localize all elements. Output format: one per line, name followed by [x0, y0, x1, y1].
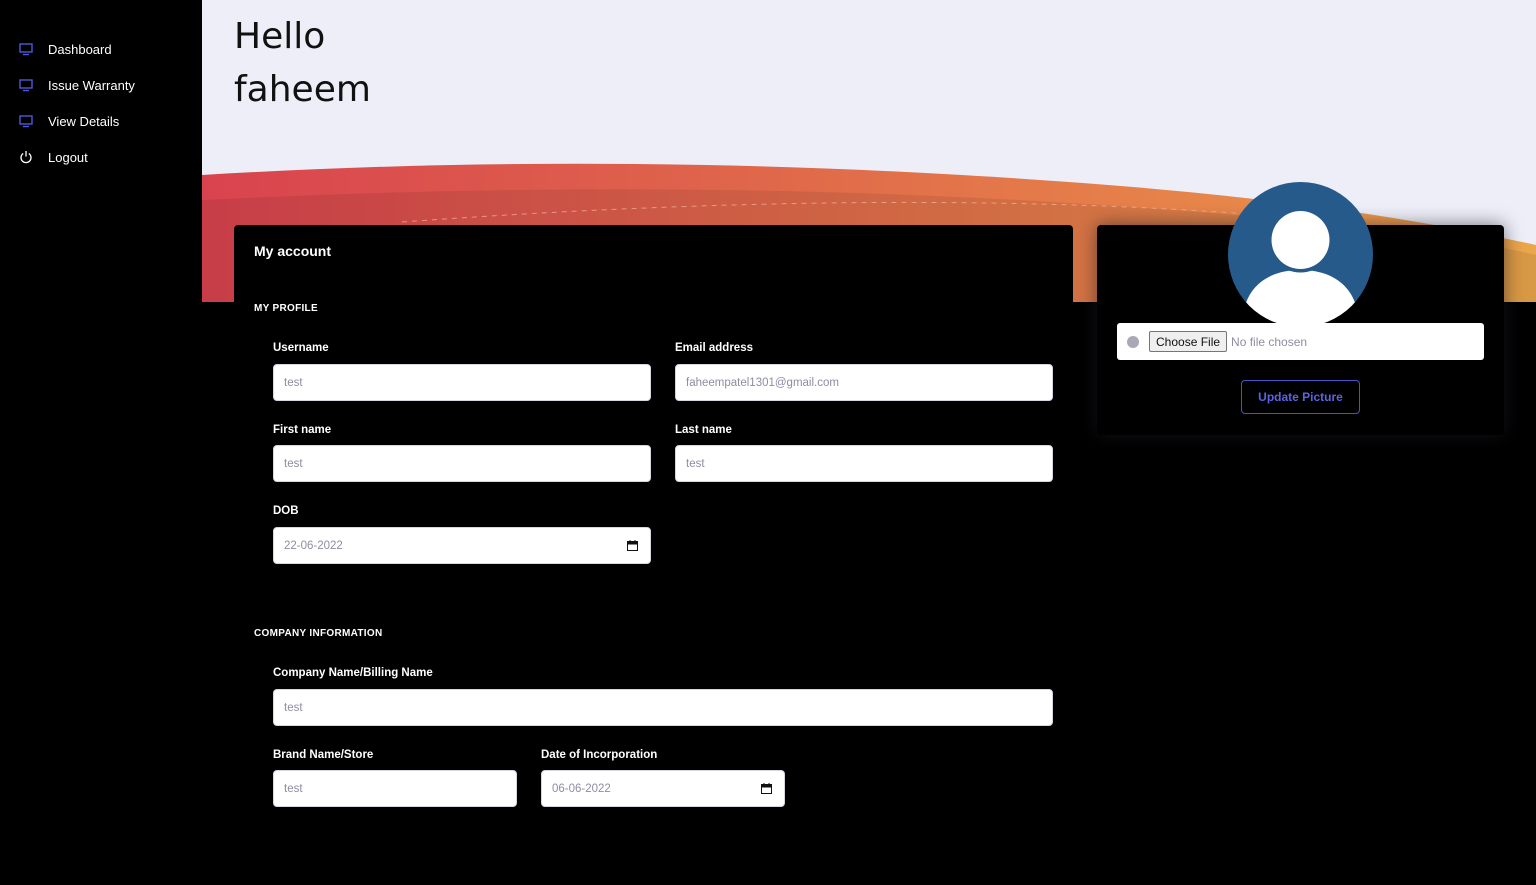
card-title: My account	[254, 243, 332, 259]
avatar	[1228, 182, 1373, 327]
calendar-icon[interactable]	[761, 783, 772, 794]
dob-value: 22-06-2022	[284, 539, 343, 552]
sidebar-item-dashboard[interactable]: Dashboard	[18, 38, 112, 60]
username-field[interactable]: test	[273, 364, 651, 401]
email-value: faheempatel1301@gmail.com	[686, 376, 839, 389]
first-name-field[interactable]: test	[273, 445, 651, 482]
section-heading-profile: MY PROFILE	[254, 303, 318, 314]
sidebar: Dashboard Issue Warranty View Details Lo…	[0, 0, 202, 873]
monitor-icon	[18, 77, 34, 93]
email-label: Email address	[675, 342, 753, 354]
greeting-heading: Hello faheem	[234, 10, 371, 116]
first-name-label: First name	[273, 424, 332, 436]
company-name-value: test	[284, 701, 303, 714]
user-name: faheem	[234, 69, 371, 110]
company-name-label: Company Name/Billing Name	[273, 667, 433, 679]
first-name-value: test	[284, 457, 303, 470]
file-status: No file chosen	[1231, 334, 1308, 349]
dob-field[interactable]: 22-06-2022	[273, 527, 651, 564]
sidebar-item-logout[interactable]: Logout	[18, 146, 88, 168]
incorporation-date-value: 06-06-2022	[552, 782, 611, 795]
username-label: Username	[273, 342, 329, 354]
sidebar-item-label: Logout	[48, 149, 88, 165]
account-card: My account MY PROFILE Username test Emai…	[234, 225, 1073, 885]
sidebar-item-label: View Details	[48, 113, 120, 129]
sidebar-item-label: Issue Warranty	[48, 77, 135, 93]
sidebar-item-issue-warranty[interactable]: Issue Warranty	[18, 74, 135, 96]
user-silhouette-icon	[1242, 207, 1359, 327]
main-content: Hello faheem My account MY PROFILE Usern…	[202, 0, 1536, 885]
brand-name-label: Brand Name/Store	[273, 749, 374, 761]
greeting-line: Hello	[234, 16, 326, 57]
incorporation-date-field[interactable]: 06-06-2022	[541, 770, 785, 807]
update-picture-button[interactable]: Update Picture	[1241, 380, 1360, 414]
profile-picture-card: Choose File No file chosen Update Pictur…	[1097, 182, 1504, 435]
brand-name-field[interactable]: test	[273, 770, 517, 807]
dob-label: DOB	[273, 505, 299, 517]
incorporation-date-label: Date of Incorporation	[541, 749, 658, 761]
file-input[interactable]: Choose File No file chosen	[1117, 323, 1484, 360]
last-name-field[interactable]: test	[675, 445, 1053, 482]
username-value: test	[284, 376, 303, 389]
last-name-label: Last name	[675, 424, 732, 436]
company-name-field[interactable]: test	[273, 689, 1053, 726]
sidebar-item-label: Dashboard	[48, 41, 112, 57]
monitor-icon	[18, 41, 34, 57]
calendar-icon[interactable]	[627, 540, 638, 551]
last-name-value: test	[686, 457, 705, 470]
monitor-icon	[18, 113, 34, 129]
email-field[interactable]: faheempatel1301@gmail.com	[675, 364, 1053, 401]
section-heading-company: COMPANY INFORMATION	[254, 628, 383, 639]
choose-file-button[interactable]: Choose File	[1149, 331, 1228, 352]
power-icon	[18, 149, 34, 165]
sidebar-item-view-details[interactable]: View Details	[18, 110, 119, 132]
file-icon	[1127, 335, 1139, 348]
brand-name-value: test	[284, 782, 303, 795]
